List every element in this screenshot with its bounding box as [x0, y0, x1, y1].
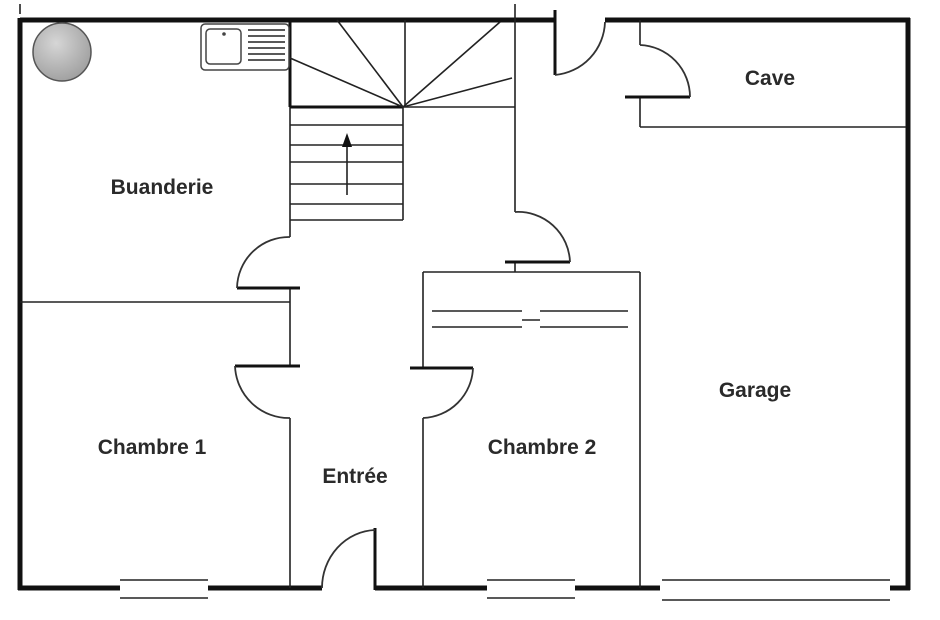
room-label-buanderie: Buanderie: [111, 176, 214, 199]
stair-up-arrow-icon: [342, 133, 352, 195]
room-label-chambre-1: Chambre 1: [98, 436, 207, 459]
closet-chambre-2: [432, 310, 628, 328]
door-corridor: [505, 211, 571, 264]
interior-walls: [20, 14, 906, 588]
windows: [120, 579, 890, 601]
door-cave: [625, 44, 691, 99]
dimension-ticks: [19, 4, 516, 14]
door-entree: [321, 528, 377, 590]
door-chambre-1: [234, 364, 300, 419]
sink-icon: [200, 23, 290, 71]
room-label-garage: Garage: [719, 379, 791, 402]
door-chambre-2: [410, 366, 474, 419]
staircase: [289, 19, 515, 221]
exterior-walls: [17, 17, 911, 591]
room-label-entree: Entrée: [322, 465, 387, 488]
door-exterior-top: [553, 10, 606, 76]
room-label-cave: Cave: [745, 67, 795, 90]
door-buanderie: [236, 236, 300, 290]
boiler-icon: [32, 22, 92, 82]
room-label-chambre-2: Chambre 2: [488, 436, 597, 459]
